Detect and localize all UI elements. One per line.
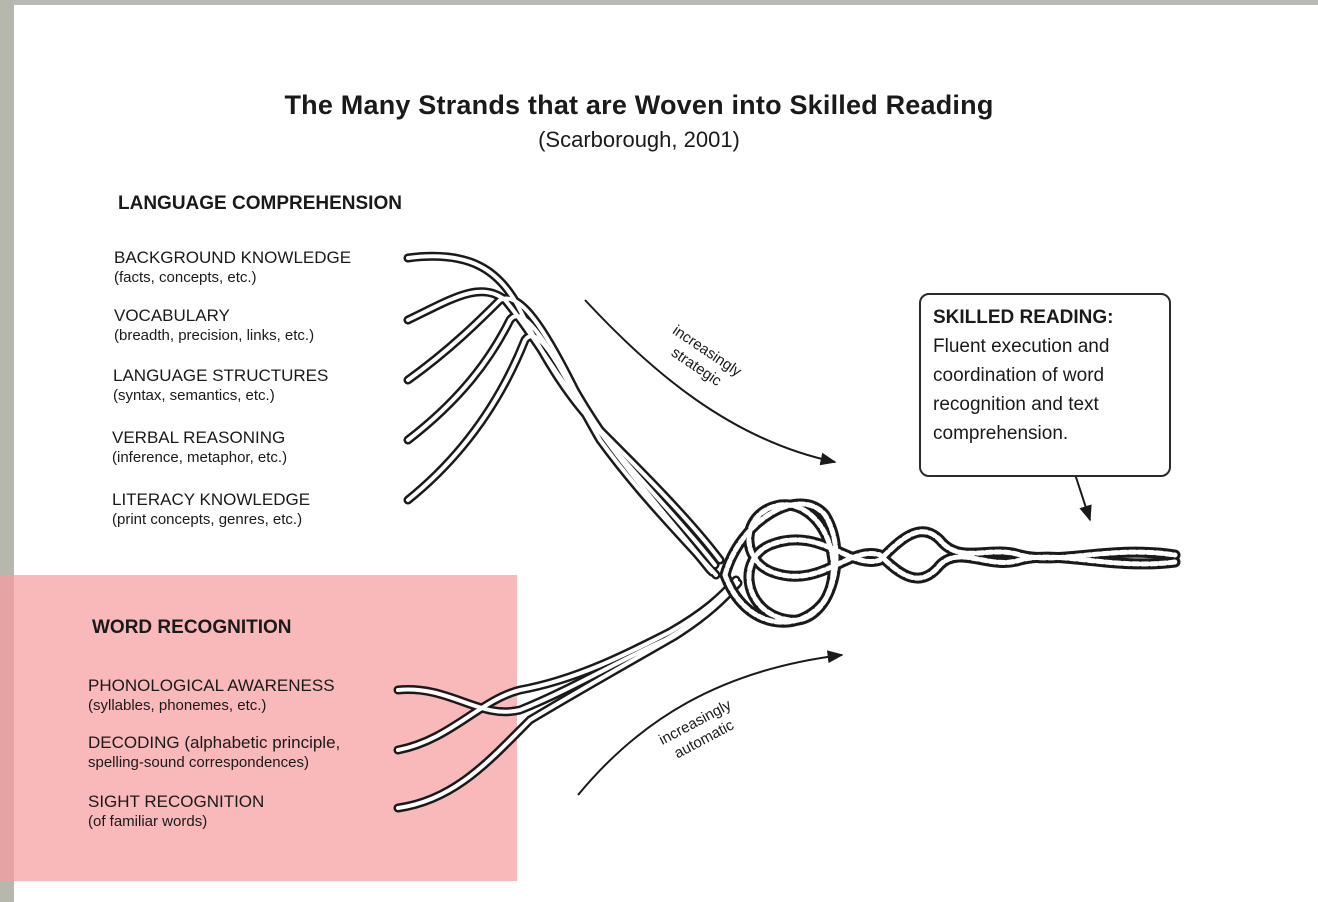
callout-heading: SKILLED READING: bbox=[933, 303, 1157, 332]
word-strands bbox=[398, 580, 738, 808]
language-strands bbox=[408, 256, 720, 575]
callout-body: Fluent execution and coordination of wor… bbox=[933, 336, 1109, 444]
combined-rope bbox=[725, 504, 1175, 622]
skilled-reading-callout: SKILLED READING: Fluent execution and co… bbox=[919, 293, 1171, 477]
language-strand-cores bbox=[408, 256, 720, 575]
